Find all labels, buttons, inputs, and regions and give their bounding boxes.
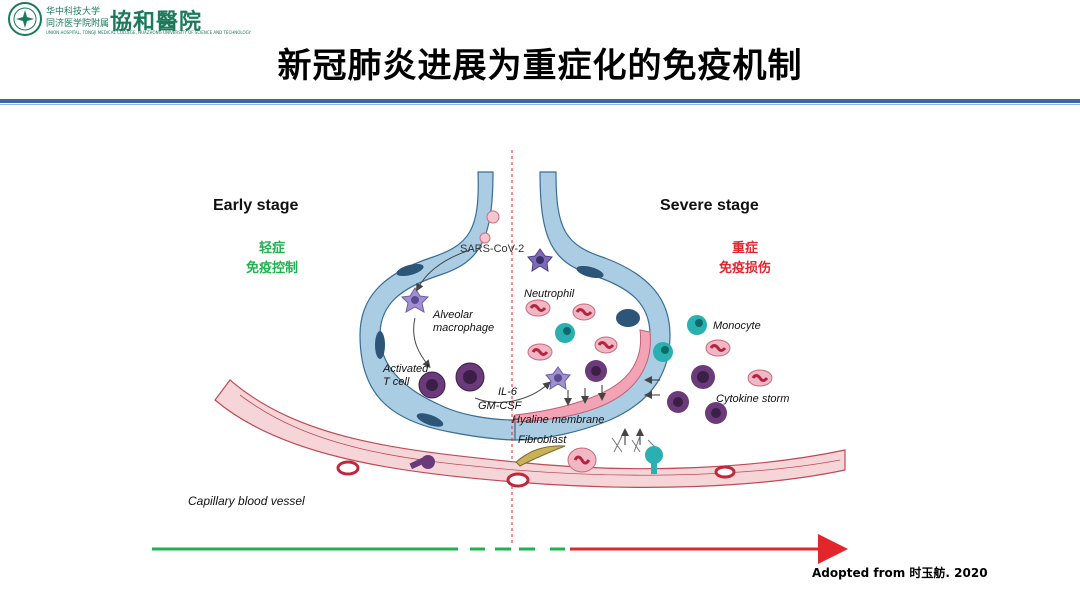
university-english-name: UNION HOSPITAL, TONGJI MEDICAL COLLEGE, … bbox=[46, 30, 251, 35]
severe-cn-label-2: 免疫损伤 bbox=[719, 260, 771, 276]
pneumocyte-nucleus bbox=[616, 309, 640, 327]
monocyte bbox=[687, 315, 707, 335]
neutrophil bbox=[705, 339, 731, 357]
early-cn-label-2: 免疫控制 bbox=[246, 260, 298, 276]
university-name-line2: 同济医学院附属 bbox=[46, 19, 110, 29]
hospital-seal-logo bbox=[8, 2, 42, 36]
t-cell-severe bbox=[585, 360, 607, 382]
sars-cov-2-virus bbox=[486, 210, 500, 224]
capillary-vessel-outer bbox=[214, 379, 846, 488]
macrophage-severe bbox=[527, 248, 553, 272]
neutrophil bbox=[525, 299, 551, 317]
extravasating-t-cell bbox=[409, 455, 435, 470]
monocyte bbox=[555, 323, 575, 343]
red-blood-cell bbox=[336, 460, 360, 476]
capillary-label: Capillary blood vessel bbox=[188, 494, 305, 508]
activated-label-1: Activated bbox=[382, 363, 429, 375]
collagen-fibers bbox=[611, 435, 659, 453]
t-cell-severe bbox=[691, 365, 715, 389]
t-cell-severe bbox=[667, 391, 689, 413]
slide-title: 新冠肺炎进展为重症化的免疫机制 bbox=[277, 46, 803, 86]
capillary-vessel-lumen bbox=[239, 394, 841, 476]
university-name-line1: 华中科技大学 bbox=[46, 7, 101, 17]
pneumocyte-nucleus bbox=[396, 263, 424, 277]
severe-cn-label-1: 重症 bbox=[732, 240, 758, 256]
red-blood-cell bbox=[714, 465, 736, 479]
fibroblast-label: Fibroblast bbox=[518, 434, 567, 446]
extravasating-neutrophil bbox=[567, 447, 597, 473]
neutrophil bbox=[594, 336, 618, 354]
macrophage-severe bbox=[545, 366, 571, 390]
severe-stage-label: Severe stage bbox=[660, 197, 759, 214]
sars-cov-2-virus bbox=[479, 232, 491, 244]
hospital-name-logo: 協和醫院 bbox=[110, 9, 203, 35]
cytokine-arrow bbox=[474, 381, 551, 403]
t-cell-severe bbox=[705, 402, 727, 424]
infiltration-arrows bbox=[564, 376, 660, 445]
citation: Adopted from 时玉舫. 2020 bbox=[812, 566, 988, 580]
early-stage-label: Early stage bbox=[213, 197, 298, 214]
pneumocyte-nucleus bbox=[375, 331, 385, 359]
neutrophil bbox=[527, 343, 553, 361]
neutrophil bbox=[747, 369, 773, 387]
red-blood-cell bbox=[506, 472, 530, 488]
alveolar-label-2: macrophage bbox=[433, 322, 494, 334]
title-divider bbox=[0, 99, 1080, 103]
fibroblast bbox=[515, 445, 566, 467]
alveolar-label-1: Alveolar bbox=[432, 309, 474, 321]
sars-cov-2-label: SARS-CoV-2 bbox=[460, 243, 524, 255]
monocyte bbox=[653, 342, 673, 362]
pneumocyte-nucleus bbox=[416, 413, 444, 427]
cytokine-storm-label: Cytokine storm bbox=[716, 393, 789, 405]
activated-label-2: T cell bbox=[383, 376, 410, 388]
pneumocyte-nucleus bbox=[576, 265, 604, 279]
hyaline-membrane-label: Hyaline membrane bbox=[512, 414, 604, 426]
monocyte-label: Monocyte bbox=[713, 320, 761, 332]
sars-to-macrophage-arrow bbox=[416, 249, 471, 292]
alveolar-macrophage bbox=[400, 287, 430, 313]
neutrophil bbox=[572, 303, 596, 321]
extravasating-monocyte bbox=[645, 446, 663, 474]
early-cn-label-1: 轻症 bbox=[259, 240, 285, 256]
alveolus-wall-right bbox=[514, 171, 671, 441]
title-divider-thin bbox=[0, 104, 1080, 105]
il6-label: IL-6 bbox=[498, 386, 518, 398]
neutrophil-label: Neutrophil bbox=[524, 288, 575, 300]
gmcsf-label: GM-CSF bbox=[478, 400, 523, 412]
macrophage-to-tcell-arrow bbox=[413, 317, 431, 369]
